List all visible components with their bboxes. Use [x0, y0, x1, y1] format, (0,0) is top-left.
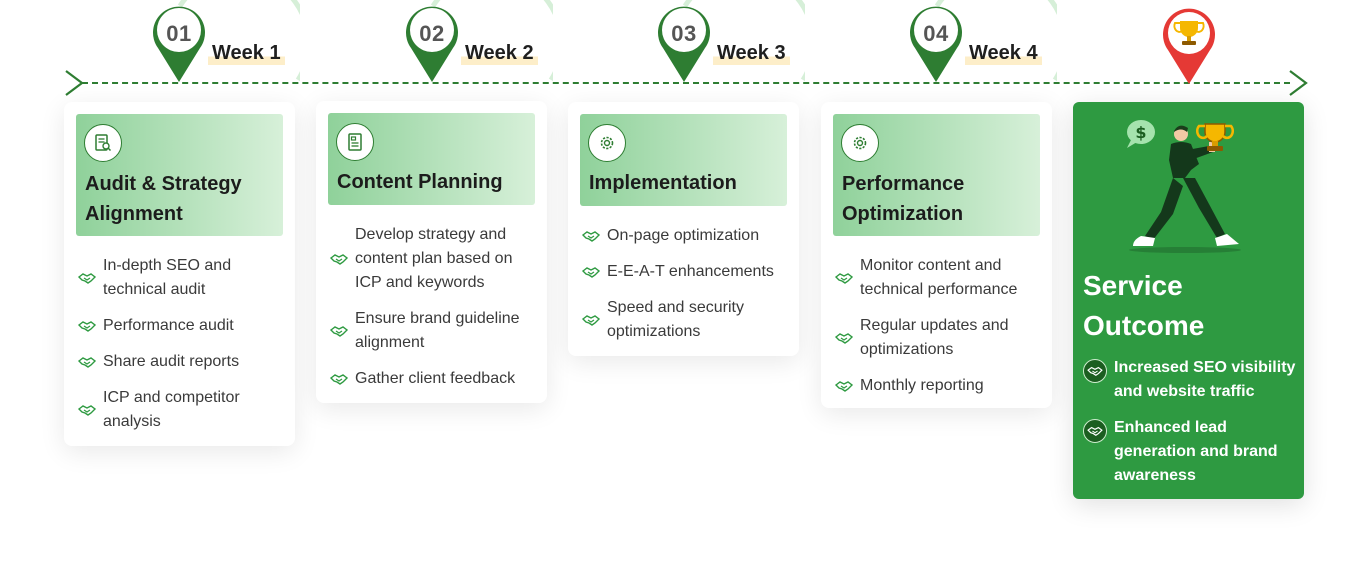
- list-item-text: Regular updates and optimizations: [860, 317, 1009, 358]
- list-item-text: Gather client feedback: [355, 370, 516, 387]
- timeline-start-arrow-icon: [65, 70, 84, 96]
- card-bullet-list: Monitor content and technical performanc…: [835, 254, 1042, 410]
- list-item-text: In-depth SEO and technical audit: [103, 257, 232, 298]
- list-item-text: Share audit reports: [103, 353, 240, 370]
- location-pin-icon: [910, 6, 962, 82]
- list-item-text: Speed and security optimizations: [607, 299, 744, 340]
- timeline: [64, 64, 1308, 104]
- list-item: Increased SEO visibility and website tra…: [1083, 356, 1296, 404]
- week-label: Week 1: [208, 42, 285, 65]
- outcome-list: Increased SEO visibility and website tra…: [1083, 356, 1296, 500]
- handshake-icon: [330, 374, 348, 385]
- step-card-3: Implementation On-page optimization E-E-…: [568, 102, 799, 356]
- card-title: Implementation: [589, 168, 737, 198]
- step-number: 04: [923, 21, 949, 46]
- location-pin-icon: [406, 6, 458, 82]
- handshake-icon: [582, 267, 600, 278]
- step-number: 01: [166, 21, 192, 46]
- list-item-text: Performance audit: [103, 317, 234, 334]
- card-header: Content Planning: [328, 113, 535, 205]
- week-pin-1: 01 Week 1: [150, 0, 300, 90]
- week-label: Week 2: [461, 42, 538, 65]
- handshake-icon: [1083, 419, 1107, 443]
- list-item: On-page optimization: [582, 224, 789, 248]
- list-item: ICP and competitor analysis: [78, 386, 285, 434]
- list-item-text: Ensure brand guideline alignment: [355, 310, 520, 351]
- handshake-icon: [330, 254, 348, 265]
- timeline-end-arrow-icon: [1289, 70, 1308, 96]
- success-person-with-trophy-illustration: $: [1127, 120, 1241, 253]
- handshake-icon: [78, 273, 96, 284]
- week-label: Week 3: [713, 42, 790, 65]
- step-card-1: Audit & Strategy Alignment In-depth SEO …: [64, 102, 295, 446]
- card-header: Performance Optimization: [833, 114, 1040, 236]
- card-bullet-list: Develop strategy and content plan based …: [330, 223, 537, 403]
- step-number: 03: [671, 21, 697, 46]
- list-item: Gather client feedback: [330, 367, 537, 391]
- handshake-icon: [330, 326, 348, 337]
- handshake-icon: [835, 333, 853, 344]
- card-header: Audit & Strategy Alignment: [76, 114, 283, 236]
- list-item: Regular updates and optimizations: [835, 314, 1042, 362]
- step-card-4: Performance Optimization Monitor content…: [821, 102, 1052, 408]
- list-item: Monitor content and technical performanc…: [835, 254, 1042, 302]
- step-number: 02: [419, 21, 445, 46]
- card-title-line: Implementation: [589, 172, 737, 194]
- week-pin-2: 02 Week 2: [403, 0, 553, 90]
- step-card-2: Content Planning Develop strategy and co…: [316, 101, 547, 403]
- list-item: Speed and security optimizations: [582, 296, 789, 344]
- list-item-text: Increased SEO visibility and website tra…: [1114, 359, 1296, 400]
- card-title: Audit & Strategy Alignment: [85, 169, 242, 229]
- gear-icon: [588, 124, 626, 162]
- outcome-title-line: Service: [1083, 270, 1183, 301]
- list-item: E-E-A-T enhancements: [582, 260, 789, 284]
- handshake-icon: [1083, 359, 1107, 383]
- list-item-text: E-E-A-T enhancements: [607, 263, 774, 280]
- svg-text:$: $: [1135, 123, 1146, 142]
- list-item-text: Develop strategy and content plan based …: [355, 226, 513, 291]
- location-pin-icon: [153, 6, 205, 82]
- handshake-icon: [78, 405, 96, 416]
- trophy-pin-icon: [1163, 8, 1215, 84]
- audit-document-icon: [84, 124, 122, 162]
- service-outcome-card: $ Service Outcome Increased SEO visibili…: [1073, 102, 1304, 499]
- outcome-title: Service Outcome: [1083, 266, 1293, 346]
- list-item: Share audit reports: [78, 350, 285, 374]
- card-title-line: Alignment: [85, 203, 183, 225]
- handshake-icon: [835, 381, 853, 392]
- list-item: Ensure brand guideline alignment: [330, 307, 537, 355]
- location-pin-icon: [658, 6, 710, 82]
- week-pin-4: 04 Week 4: [907, 0, 1057, 90]
- handshake-icon: [582, 315, 600, 326]
- handshake-icon: [582, 231, 600, 242]
- list-item-text: ICP and competitor analysis: [103, 389, 240, 430]
- card-bullet-list: On-page optimization E-E-A-T enhancement…: [582, 224, 789, 356]
- list-item: Performance audit: [78, 314, 285, 338]
- list-item-text: Monthly reporting: [860, 377, 984, 394]
- handshake-icon: [835, 273, 853, 284]
- handshake-icon: [78, 321, 96, 332]
- card-title: Performance Optimization: [842, 169, 964, 229]
- card-bullet-list: In-depth SEO and technical audit Perform…: [78, 254, 285, 446]
- week-label: Week 4: [965, 42, 1042, 65]
- gear-icon: [841, 124, 879, 162]
- card-title: Content Planning: [337, 167, 503, 197]
- content-plan-icon: [336, 123, 374, 161]
- list-item-text: Monitor content and technical performanc…: [860, 257, 1018, 298]
- list-item: Develop strategy and content plan based …: [330, 223, 537, 295]
- card-title-line: Content Planning: [337, 171, 503, 193]
- card-title-line: Audit & Strategy: [85, 173, 242, 195]
- outcome-title-line: Outcome: [1083, 310, 1205, 341]
- card-title-line: Optimization: [842, 203, 964, 225]
- list-item: In-depth SEO and technical audit: [78, 254, 285, 302]
- list-item-text: Enhanced lead generation and brand aware…: [1114, 419, 1278, 484]
- list-item: Monthly reporting: [835, 374, 1042, 398]
- list-item: Enhanced lead generation and brand aware…: [1083, 416, 1296, 488]
- timeline-dashed-line: [82, 82, 1290, 84]
- list-item-text: On-page optimization: [607, 227, 760, 244]
- week-pin-3: 03 Week 3: [655, 0, 805, 90]
- card-title-line: Performance: [842, 173, 965, 195]
- card-header: Implementation: [580, 114, 787, 206]
- handshake-icon: [78, 357, 96, 368]
